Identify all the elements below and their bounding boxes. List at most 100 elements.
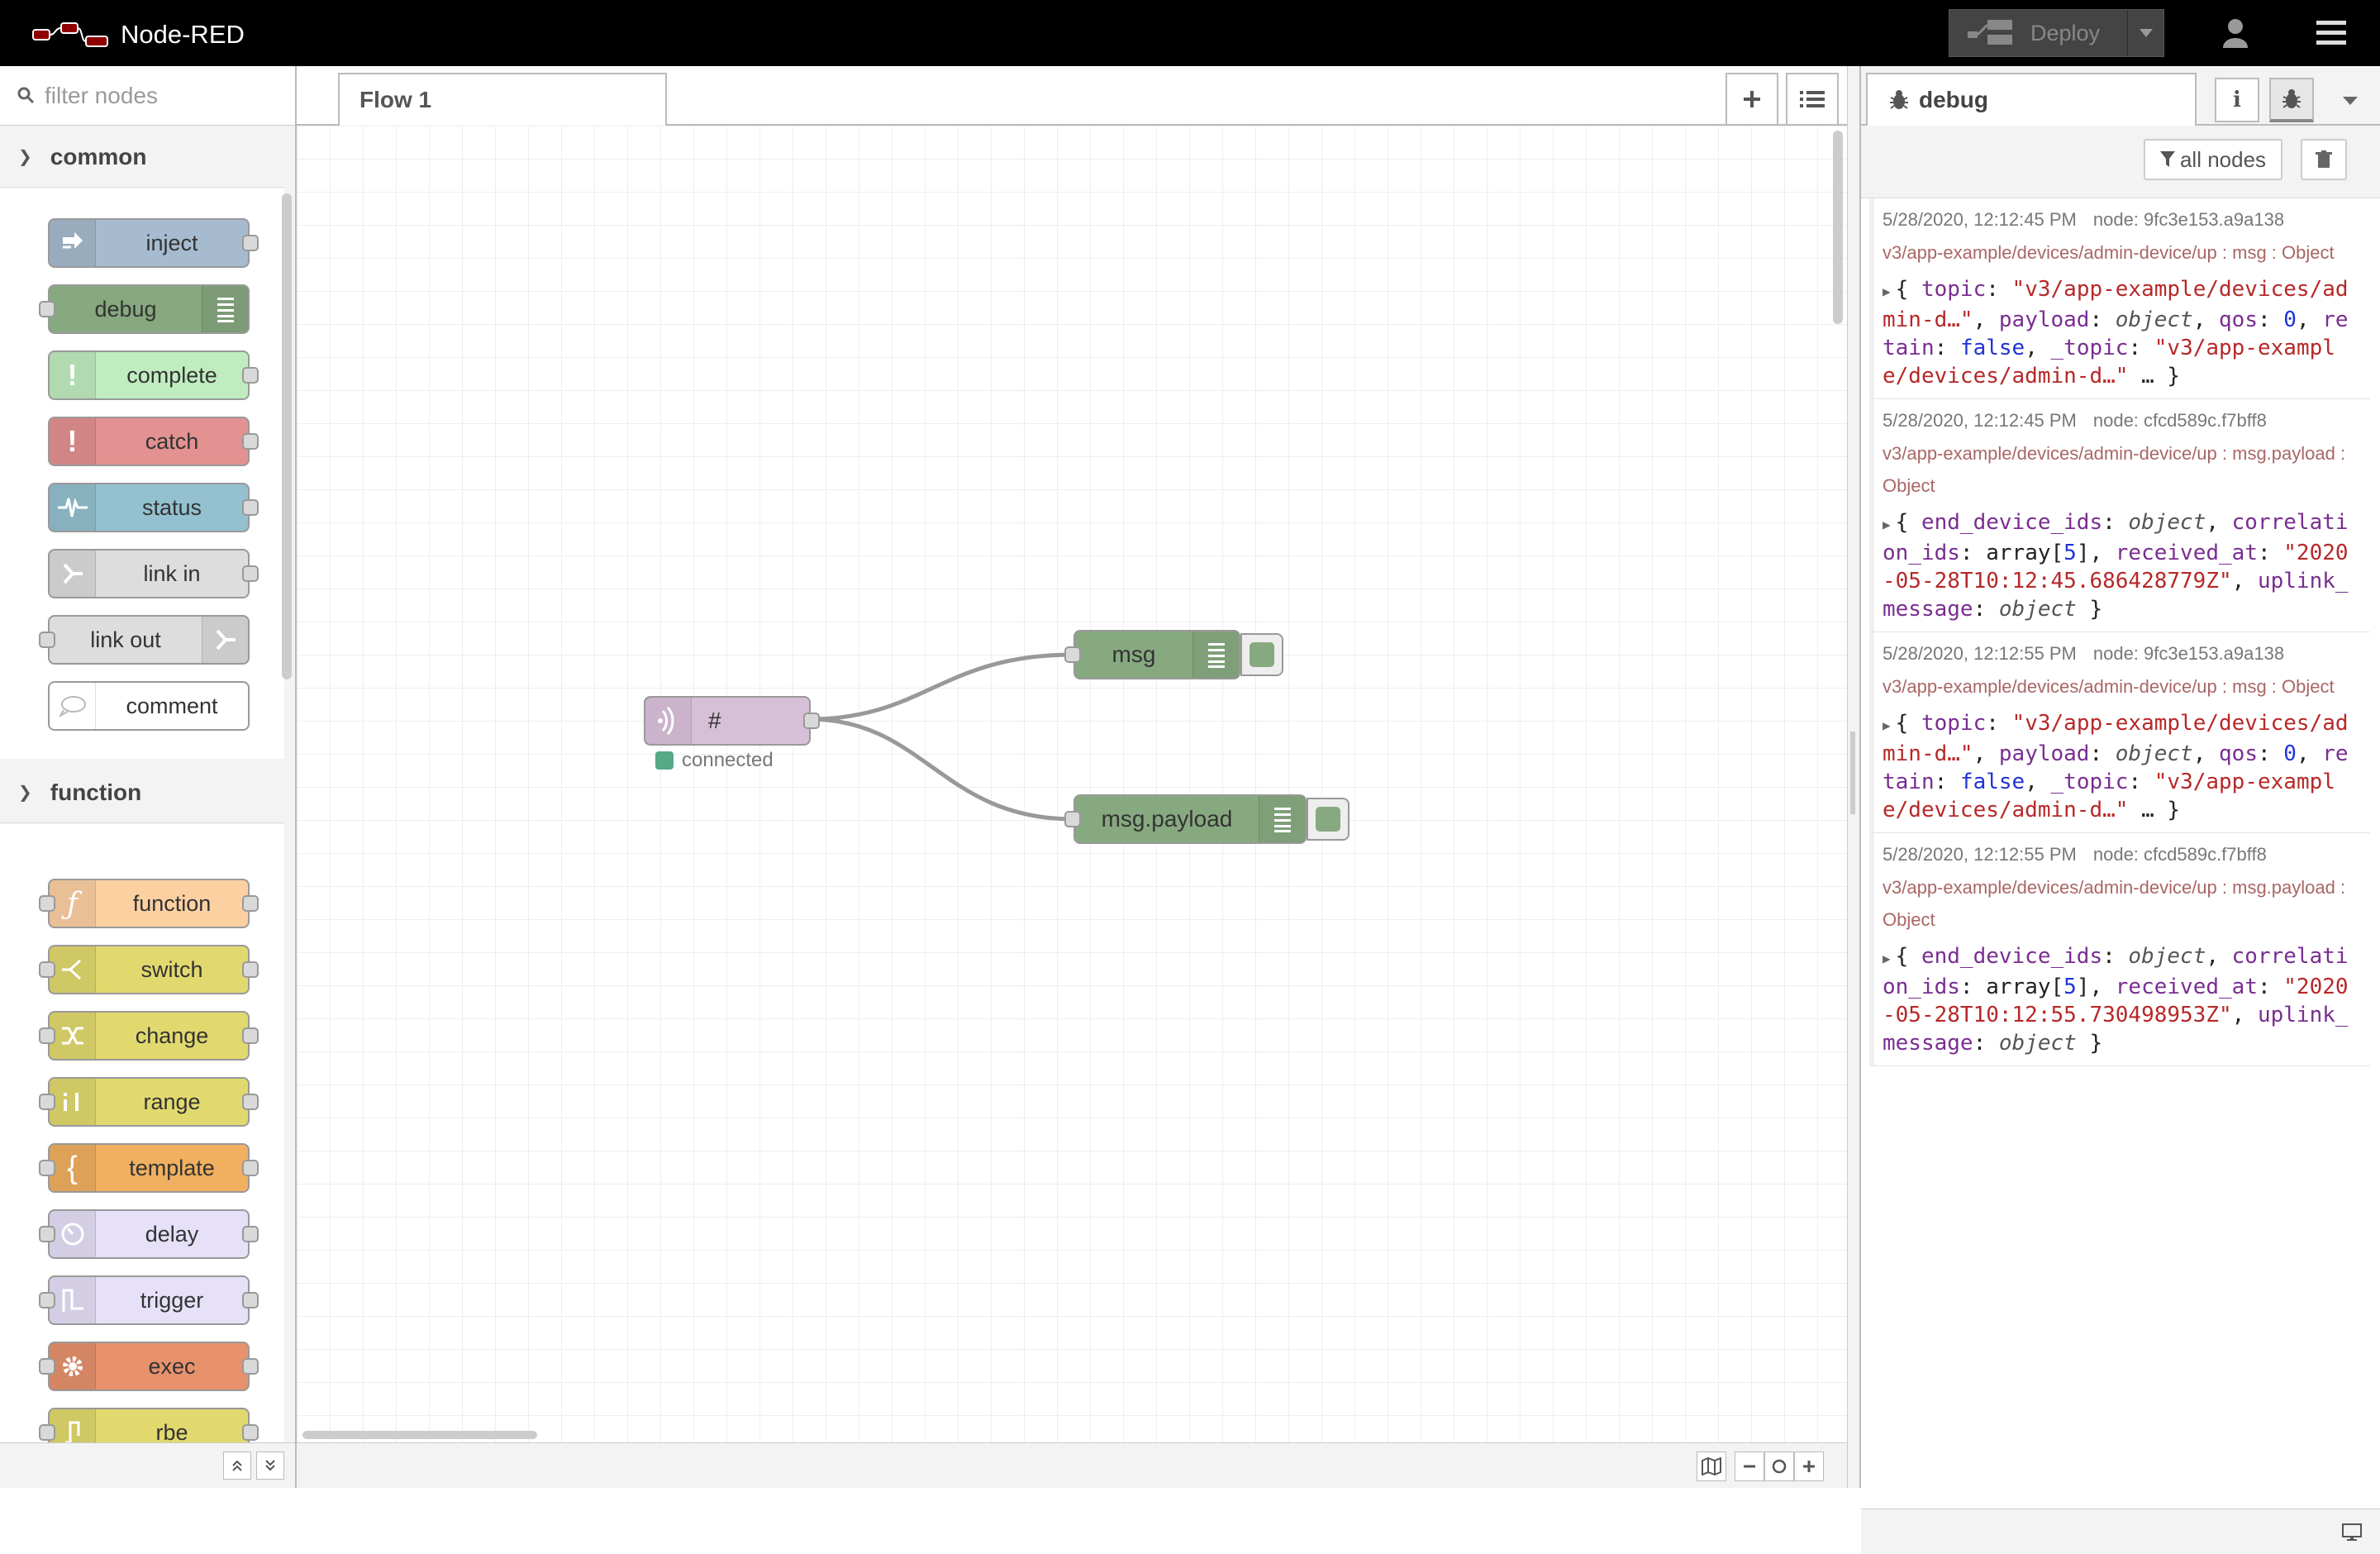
deploy-menu-chevron-down-icon[interactable] [2127, 10, 2163, 56]
message-body[interactable]: ▶{ topic: "v3/app-example/devices/admin-… [1883, 709, 2360, 824]
expand-triangle-icon[interactable]: ▶ [1883, 717, 1891, 733]
app-name: Node-RED [121, 20, 245, 49]
debug-toggle-button[interactable] [1240, 633, 1283, 676]
filter-nodes-input[interactable] [43, 81, 291, 110]
popout-button[interactable] [2337, 1518, 2367, 1547]
double-chevron-up-icon [232, 1460, 242, 1471]
palette-node-trigger[interactable]: trigger [39, 1275, 259, 1325]
message-body[interactable]: ▶{ topic: "v3/app-example/devices/admin-… [1883, 275, 2360, 390]
sidebar-resize-handle[interactable] [1850, 732, 1855, 814]
brace-icon: { [50, 1145, 96, 1191]
input-port[interactable] [1064, 811, 1081, 827]
message-body[interactable]: ▶{ end_device_ids: object, correlation_i… [1883, 508, 2360, 623]
expand-all-button[interactable] [256, 1452, 284, 1480]
expand-triangle-icon[interactable]: ▶ [1883, 517, 1891, 532]
plus-icon [1803, 1461, 1815, 1472]
zoom-out-button[interactable] [1735, 1452, 1764, 1481]
chevron-down-icon: ❯ [18, 148, 32, 166]
expand-triangle-icon[interactable]: ▶ [1883, 951, 1891, 966]
palette-node-link-in[interactable]: link in [48, 549, 259, 598]
node-label: function [132, 890, 212, 916]
input-port [39, 1226, 55, 1242]
flow-node-debug-msg[interactable]: msg [1064, 630, 1240, 679]
list-icon [1259, 796, 1305, 842]
palette-node-function[interactable]: ƒ function [39, 879, 259, 928]
list-flows-button[interactable] [1786, 73, 1839, 126]
clear-messages-button[interactable] [2301, 139, 2347, 180]
list-icon [1800, 91, 1825, 107]
palette-node-template[interactable]: { template [39, 1143, 259, 1193]
filter-nodes-button[interactable]: all nodes [2144, 139, 2282, 180]
node-label: change [135, 1022, 209, 1048]
output-port [242, 1424, 259, 1441]
palette-node-delay[interactable]: delay [39, 1209, 259, 1259]
bug-icon [2282, 89, 2301, 108]
node-label: rbe [155, 1419, 188, 1445]
wire-layer [808, 652, 1074, 822]
message-node-id[interactable]: node: cfcd589c.f7bff8 [2092, 410, 2267, 431]
palette-node-link-out[interactable]: link out [39, 615, 250, 665]
palette-node-status[interactable]: status [48, 483, 259, 532]
node-label: switch [140, 956, 203, 982]
debug-tab-button[interactable] [2269, 78, 2314, 122]
main-menu-button[interactable] [2302, 10, 2360, 56]
message-topic: v3/app-example/devices/admin-device/up :… [1883, 877, 2346, 930]
node-label: msg.payload [1101, 806, 1233, 832]
message-object: { topic: "v3/app-example/devices/admin-d… [1883, 277, 2349, 388]
flow-canvas[interactable]: # connected msg msg.payload [297, 126, 1847, 1442]
input-port [39, 961, 55, 978]
message-body[interactable]: ▶{ end_device_ids: object, correlation_i… [1883, 942, 2360, 1057]
canvas-vertical-scrollbar[interactable] [1833, 131, 1843, 324]
collapse-all-button[interactable] [223, 1452, 251, 1480]
expand-triangle-icon[interactable]: ▶ [1883, 284, 1891, 299]
zoom-reset-button[interactable] [1764, 1452, 1794, 1481]
palette-node-range[interactable]: range [39, 1077, 259, 1127]
palette-node-comment[interactable]: comment [48, 681, 250, 731]
message-node-id[interactable]: node: 9fc3e153.a9a138 [2092, 643, 2285, 664]
palette-node-complete[interactable]: ! complete [48, 350, 259, 400]
input-port[interactable] [1064, 646, 1081, 663]
zoom-in-button[interactable] [1794, 1452, 1824, 1481]
navigator-button[interactable] [1697, 1452, 1726, 1481]
canvas-horizontal-scrollbar[interactable] [302, 1431, 537, 1439]
canvas-footer [297, 1442, 1847, 1488]
debug-toggle-button[interactable] [1307, 798, 1349, 841]
message-node-id[interactable]: node: cfcd589c.f7bff8 [2092, 844, 2267, 865]
exclamation-icon: ! [50, 352, 96, 398]
debug-toolbar: all nodes [1861, 126, 2380, 198]
palette-node-inject[interactable]: inject [48, 218, 259, 268]
add-flow-button[interactable] [1726, 73, 1778, 126]
category-label: function [50, 779, 142, 805]
tab-label: debug [1919, 87, 1988, 112]
input-port [39, 301, 55, 317]
tab-debug[interactable]: debug [1866, 73, 2197, 127]
input-port [39, 1424, 55, 1441]
sidebar-tabs: debug i [1861, 66, 2380, 127]
palette-node-catch[interactable]: ! catch [48, 417, 259, 466]
node-label: inject [145, 230, 198, 255]
flow-node-debug-payload[interactable]: msg.payload [1064, 794, 1307, 844]
deploy-button[interactable]: Deploy [1949, 9, 2164, 57]
map-icon [1702, 1457, 1721, 1475]
palette-node-switch[interactable]: switch [39, 945, 259, 994]
trigger-icon [50, 1277, 96, 1323]
category-header-function[interactable]: ❯ function [0, 762, 284, 823]
category-body-common: inject debug ! complete ! catch [0, 188, 284, 759]
palette-scrollbar[interactable] [282, 193, 292, 679]
sidebar-menu-chevron-down-icon[interactable] [2332, 83, 2368, 119]
node-status: connected [655, 749, 774, 772]
tab-flow-1[interactable]: Flow 1 [338, 73, 667, 127]
palette-node-exec[interactable]: exec [39, 1342, 259, 1391]
palette-node-debug[interactable]: debug [39, 284, 250, 334]
flow-node-mqtt-in[interactable]: # [644, 696, 820, 746]
category-header-common[interactable]: ❯ common [0, 126, 284, 188]
output-port[interactable] [803, 713, 820, 729]
exclamation-icon: ! [50, 418, 96, 465]
node-label: catch [145, 428, 199, 454]
message-node-id[interactable]: node: 9fc3e153.a9a138 [2092, 209, 2285, 230]
category-body-function: ƒ function switch change range [0, 824, 284, 1509]
message-timestamp: 5/28/2020, 12:12:45 PM [1883, 209, 2077, 230]
palette-node-change[interactable]: change [39, 1011, 259, 1061]
info-tab-button[interactable]: i [2215, 78, 2259, 122]
user-menu-button[interactable] [2206, 10, 2264, 56]
